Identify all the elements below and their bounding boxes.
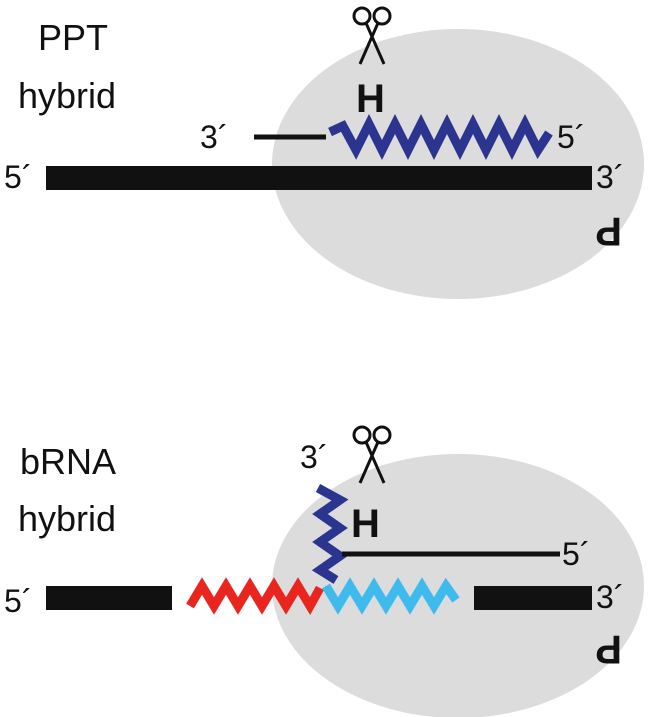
primer-3prime-label: 3´ [200,119,228,155]
branch-rna-strand [311,484,349,584]
polymerase-label: P [595,209,622,253]
panel-label-line1: PPT [38,17,108,58]
strand-5prime-label: 5´ [562,536,590,572]
light-blue-rna-strand [322,577,460,615]
red-rna-strand [186,577,324,615]
template-dna-left [46,586,172,610]
panel-label-line2-2: hybrid [18,498,116,539]
branch-3prime-label: 3´ [300,439,328,475]
rnase-h-domain-ellipse [272,29,644,299]
template-dna-strand [46,166,592,190]
template-dna-right [474,586,592,610]
template-5prime-label: 5´ [4,159,32,195]
rnase-h-domain-ellipse-2 [272,454,644,717]
ppt-rna-strand [328,113,553,161]
polymerase-label-2: P [595,627,622,671]
template-3prime-label-2: 3´ [596,579,624,615]
template-5prime-label-2: 5´ [4,583,32,619]
ppt-panel: PPT hybrid H 3´ 5´ 5´ 3´ P [4,6,644,299]
scissors-icon [352,6,392,65]
rna-5prime-label: 5´ [557,119,585,155]
template-3prime-label: 3´ [596,159,624,195]
panel-label-line1-2: bRNA [20,441,116,482]
panel-label-line2: hybrid [18,75,116,116]
rnase-h-label: H [356,77,385,121]
rnase-h-label-2: H [351,502,380,546]
brna-panel: bRNA hybrid 3´ H 5´ 5´ 3´ P [4,425,644,717]
scissors-icon-2 [352,425,392,484]
